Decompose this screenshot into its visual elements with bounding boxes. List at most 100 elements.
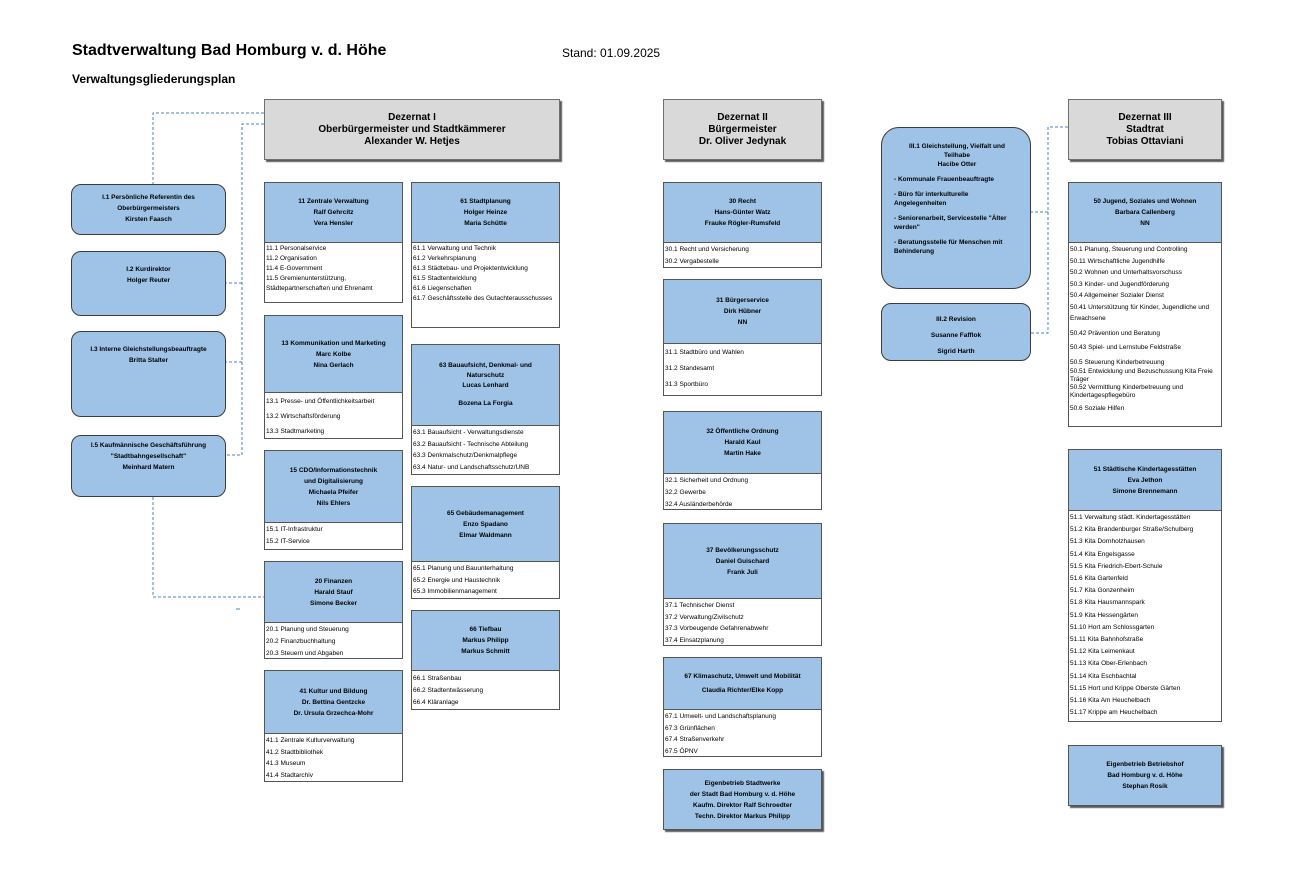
dezernat-title: Dezernat III — [1118, 111, 1172, 123]
unit-head-line: Simone Brennemann — [1112, 487, 1178, 495]
subunit: 50.43 Spiel- und Lernstube Feldstraße — [1070, 344, 1181, 351]
subunit: 32.2 Gewerbe — [665, 489, 706, 496]
unit-header: 11 Zentrale Verwaltung Ralf Gehrcitz Ver… — [265, 183, 402, 243]
staff-unit-iii2: III.2 Revision Susanne Fafflok Sigrid Ha… — [881, 303, 1031, 361]
unit-head-line: Dr. Bettina Gentzcke — [301, 698, 366, 706]
unit-head-line: Simone Becker — [310, 599, 357, 607]
staff-unit-i2: I.2 Kurdirektor Holger Reuter — [71, 251, 226, 316]
unit-head-line: Dr. Ursula Grzechca-Mohr — [293, 709, 374, 717]
dezernat-title: Dezernat I — [388, 111, 436, 123]
unit-subunits: 65.1 Planung und Bauunterhaltung 65.2 En… — [412, 562, 559, 599]
staff-unit-i3: I.3 Interne Gleichstellungsbeauftragte B… — [71, 331, 226, 417]
staff-line: I.1 Persönliche Referentin des — [102, 194, 195, 201]
subunit: 61.3 Städtebau- und Projektentwicklung — [413, 265, 528, 272]
dezernat-name: Alexander W. Hetjes — [364, 135, 460, 147]
subunit: 30.2 Vergabestelle — [665, 257, 719, 265]
unit-subunits: 66.1 Straßenbau 66.2 Stadtentwässerung 6… — [412, 671, 559, 710]
unit-head-line: Martin Hake — [724, 450, 761, 457]
eigenbetrieb-stadtwerke: Eigenbetrieb Stadtwerke der Stadt Bad Ho… — [663, 769, 822, 830]
page-title: Stadtverwaltung Bad Homburg v. d. Höhe — [72, 42, 387, 59]
subunit: 66.1 Straßenbau — [413, 675, 462, 682]
subunit: 15.2 IT-Service — [266, 538, 310, 545]
unit-head-line: Frauke Rögler-Rumsfeld — [704, 220, 781, 227]
unit-head-line: 15 CDO/Informationstechnik — [289, 466, 378, 474]
subunit: 51.3 Kita Dornholzhausen — [1070, 538, 1145, 546]
subunit: 51.12 Kita Leimenkaut — [1070, 648, 1135, 656]
subunit: 65.1 Planung und Bauunterhaltung — [413, 565, 514, 572]
unit-67: 67 Klimaschutz, Umwelt und Mobilität Cla… — [663, 657, 822, 757]
subunit: 20.2 Finanzbuchhaltung — [266, 638, 336, 645]
staff-line: I.2 Kurdirektor — [126, 266, 171, 273]
subunit: 63.2 Bauaufsicht - Technische Abteilung — [413, 440, 529, 448]
subunit: 51.2 Kita Brandenburger Straße/Schulberg — [1070, 526, 1194, 534]
unit-63: 63 Bauaufsicht, Denkmal- und Naturschutz… — [411, 344, 560, 475]
subunit: 66.2 Stadtentwässerung — [413, 687, 484, 694]
unit-51: 51 Städtische Kindertagesstätten Eva Jet… — [1068, 449, 1222, 722]
staff-line: Oberbürgermeisters — [117, 205, 180, 212]
staff-header: III.1 Gleichstellung, Vielfalt und Teilh… — [894, 142, 1020, 169]
staff-line: Meinhard Matern — [122, 464, 175, 471]
connector-line — [152, 112, 264, 184]
subunit: 63.4 Natur- und Landschaftsschutz/UNB — [413, 463, 530, 471]
subunit: 13.3 Stadtmarketing — [266, 428, 325, 435]
eigenbetrieb-line: Techn. Direktor Markus Philipp — [694, 812, 791, 820]
unit-66: 66 Tiefbau Markus Philipp Markus Schmitt… — [411, 610, 560, 710]
unit-head-line: Nina Gerlach — [313, 361, 354, 369]
subunit: 51.11 Kita Bahnhofstraße — [1070, 636, 1144, 644]
unit-head-line: 37 Bevölkerungsschutz — [706, 546, 779, 554]
unit-header: 13 Kommunikation und Marketing Marc Kolb… — [265, 316, 402, 393]
unit-header: 32 Öffentliche Ordnung Harald Kaul Marti… — [664, 412, 821, 474]
unit-15: 15 CDO/Informationstechnik und Digitalis… — [264, 450, 403, 550]
unit-header: 66 Tiefbau Markus Philipp Markus Schmitt — [412, 611, 559, 671]
dezernat-iii-box: Dezernat III Stadtrat Tobias Ottaviani — [1068, 99, 1222, 160]
subunit: 67.1 Umwelt- und Landschaftsplanung — [665, 713, 776, 720]
unit-head-line: 67 Klimaschutz, Umwelt und Mobilität — [684, 672, 801, 680]
subunit: 51.15 Hort und Krippe Oberste Gärten — [1070, 684, 1181, 692]
subunit: 31.1 Stadtbüro und Wahlen — [665, 349, 744, 356]
unit-header: 65 Gebäudemanagement Enzo Spadano Elmar … — [412, 487, 559, 562]
unit-30: 30 Recht Hans-Günter Watz Frauke Rögler-… — [663, 182, 822, 268]
staff-line: Kirsten Faasch — [125, 216, 172, 223]
staff-unit-iii1: III.1 Gleichstellung, Vielfalt und Teilh… — [881, 127, 1031, 289]
unit-head-line: 50 Jugend, Soziales und Wohnen — [1093, 198, 1197, 205]
subunit: 61.7 Geschäftsstelle des Gutachteraussch… — [413, 295, 553, 302]
subunit: 37.3 Vorbeugende Gefahrenabwehr — [665, 625, 769, 632]
unit-head-line: und Digitalisierung — [304, 477, 363, 485]
unit-subunits: 13.1 Presse- und Öffentlichkeitsarbeit 1… — [265, 393, 402, 440]
unit-subunits: 63.1 Bauaufsicht - Verwaltungsdienste 63… — [412, 426, 559, 474]
unit-head-line: 20 Finanzen — [314, 577, 353, 585]
subunit: 37.2 Verwaltung/Zivilschutz — [665, 613, 744, 621]
dezernat-role: Bürgermeister — [708, 123, 777, 135]
unit-head-line: 65 Gebäudemanagement — [447, 509, 524, 517]
subunit: 30.1 Recht und Versicherung — [665, 246, 749, 253]
unit-subunits: 15.1 IT-Infrastruktur 15.2 IT-Service — [265, 523, 402, 549]
subunit: 61.1 Verwaltung und Technik — [413, 245, 496, 252]
eigenbetrieb-line: Stephan Rosik — [1122, 783, 1168, 790]
unit-head-line: 51 Städtische Kindertagesstätten — [1093, 465, 1197, 473]
subunit: 67.5 ÖPNV — [665, 747, 698, 755]
staff-line: Sigrid Harth — [937, 348, 975, 355]
unit-header: 37 Bevölkerungsschutz Daniel Guischard F… — [664, 524, 821, 599]
unit-32: 32 Öffentliche Ordnung Harald Kaul Marti… — [663, 411, 822, 510]
subunit: 31.3 Sportbüro — [665, 381, 709, 388]
dezernat-role: Oberbürgermeister und Stadtkämmerer — [318, 123, 506, 135]
dezernat-title: Dezernat II — [717, 111, 768, 123]
dezernat-name: Tobias Ottaviani — [1106, 135, 1184, 147]
subunit: 11.2 Organisation — [266, 255, 317, 262]
staff-line: III.1 Gleichstellung, Vielfalt und — [909, 143, 1005, 150]
unit-65: 65 Gebäudemanagement Enzo Spadano Elmar … — [411, 486, 560, 599]
unit-head-line: 11 Zentrale Verwaltung — [298, 198, 369, 205]
unit-head-line: Claudia Richter/Elke Kopp — [701, 686, 784, 694]
unit-subunits: 11.1 Personalservice 11.2 Organisation 1… — [265, 243, 402, 295]
unit-head-line: Harald Stauf — [314, 588, 353, 596]
unit-head-line: 66 Tiefbau — [469, 626, 502, 633]
unit-header: 15 CDO/Informationstechnik und Digitalis… — [265, 451, 402, 523]
subunit: 50.4 Allgemeiner Sozialer Dienst — [1070, 292, 1164, 299]
unit-subunits: 41.1 Zentrale Kulturverwaltung 41.2 Stad… — [265, 734, 402, 782]
unit-37: 37 Bevölkerungsschutz Daniel Guischard F… — [663, 523, 822, 646]
subunit: 51.9 Kita Hessengärten — [1070, 611, 1138, 619]
subunit: 51.4 Kita Engelsgasse — [1070, 550, 1135, 558]
staff-line: I.3 Interne Gleichstellungsbeauftragte — [90, 346, 207, 353]
unit-head-line: 61 Stadtplanung — [460, 198, 511, 205]
subunit: 41.3 Museum — [266, 760, 306, 767]
